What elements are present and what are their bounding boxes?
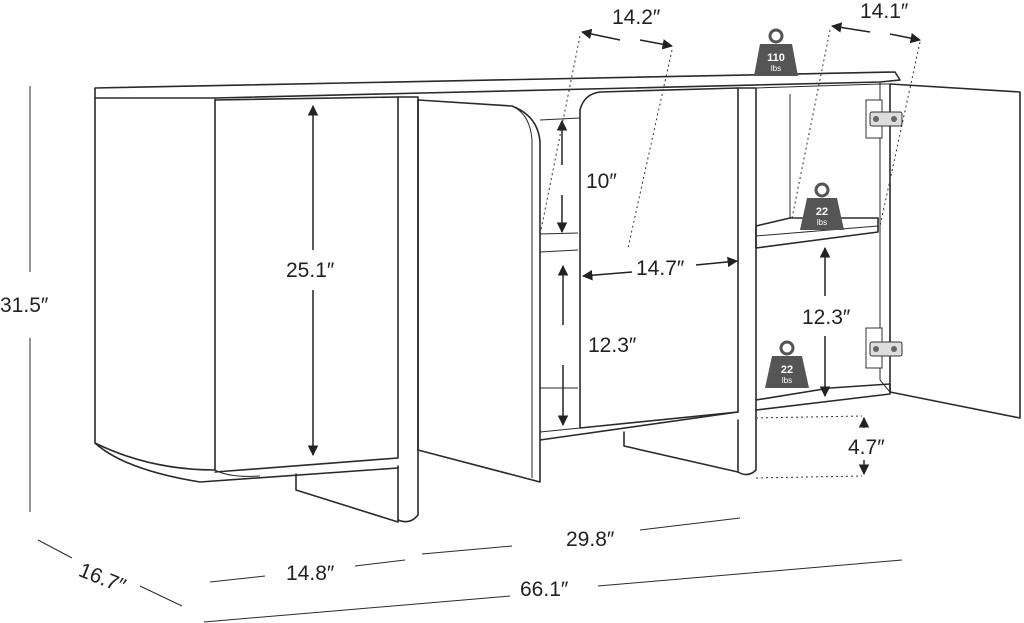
weight-upper-shelf-unit: lbs [817,218,827,227]
total-width-label: 66.1″ [520,578,569,601]
weight-top-value: 110 [767,52,785,64]
interior-width-label: 14.7″ [636,257,685,280]
section-width-label: 14.8″ [286,562,335,585]
lower-shelf-height-label: 12.3″ [588,334,637,357]
depth-label: 16.7″ [75,559,129,599]
hinge-top [865,99,903,139]
middle-door-width-label: 14.2″ [612,6,661,29]
weight-lower-shelf-value: 22 [781,364,793,376]
weight-top-icon: 110 lbs [754,28,798,76]
weight-upper-shelf-value: 22 [816,206,828,218]
leg-height-label: 4.7″ [848,436,885,459]
total-height-label: 31.5″ [0,294,49,317]
weight-upper-shelf-icon: 22 lbs [800,182,844,230]
cabinet-drawing [94,71,1021,523]
middle-width-label: 29.8″ [566,528,615,551]
right-door-width-label: 14.1″ [860,0,909,23]
right-shelf-height-label: 12.3″ [802,306,851,329]
dimension-labels: 31.5″ 16.7″ 66.1″ 14.8″ 29.8″ 25.1″ 10″ … [0,0,909,601]
dimension-lines [29,22,922,623]
hinge-bottom [865,327,903,369]
weight-lower-shelf-icon: 22 lbs [765,340,809,388]
interior-height-label: 25.1″ [286,259,335,282]
upper-shelf-height-label: 10″ [586,170,617,193]
weight-lower-shelf-unit: lbs [782,376,792,385]
weight-top-unit: lbs [771,64,781,73]
